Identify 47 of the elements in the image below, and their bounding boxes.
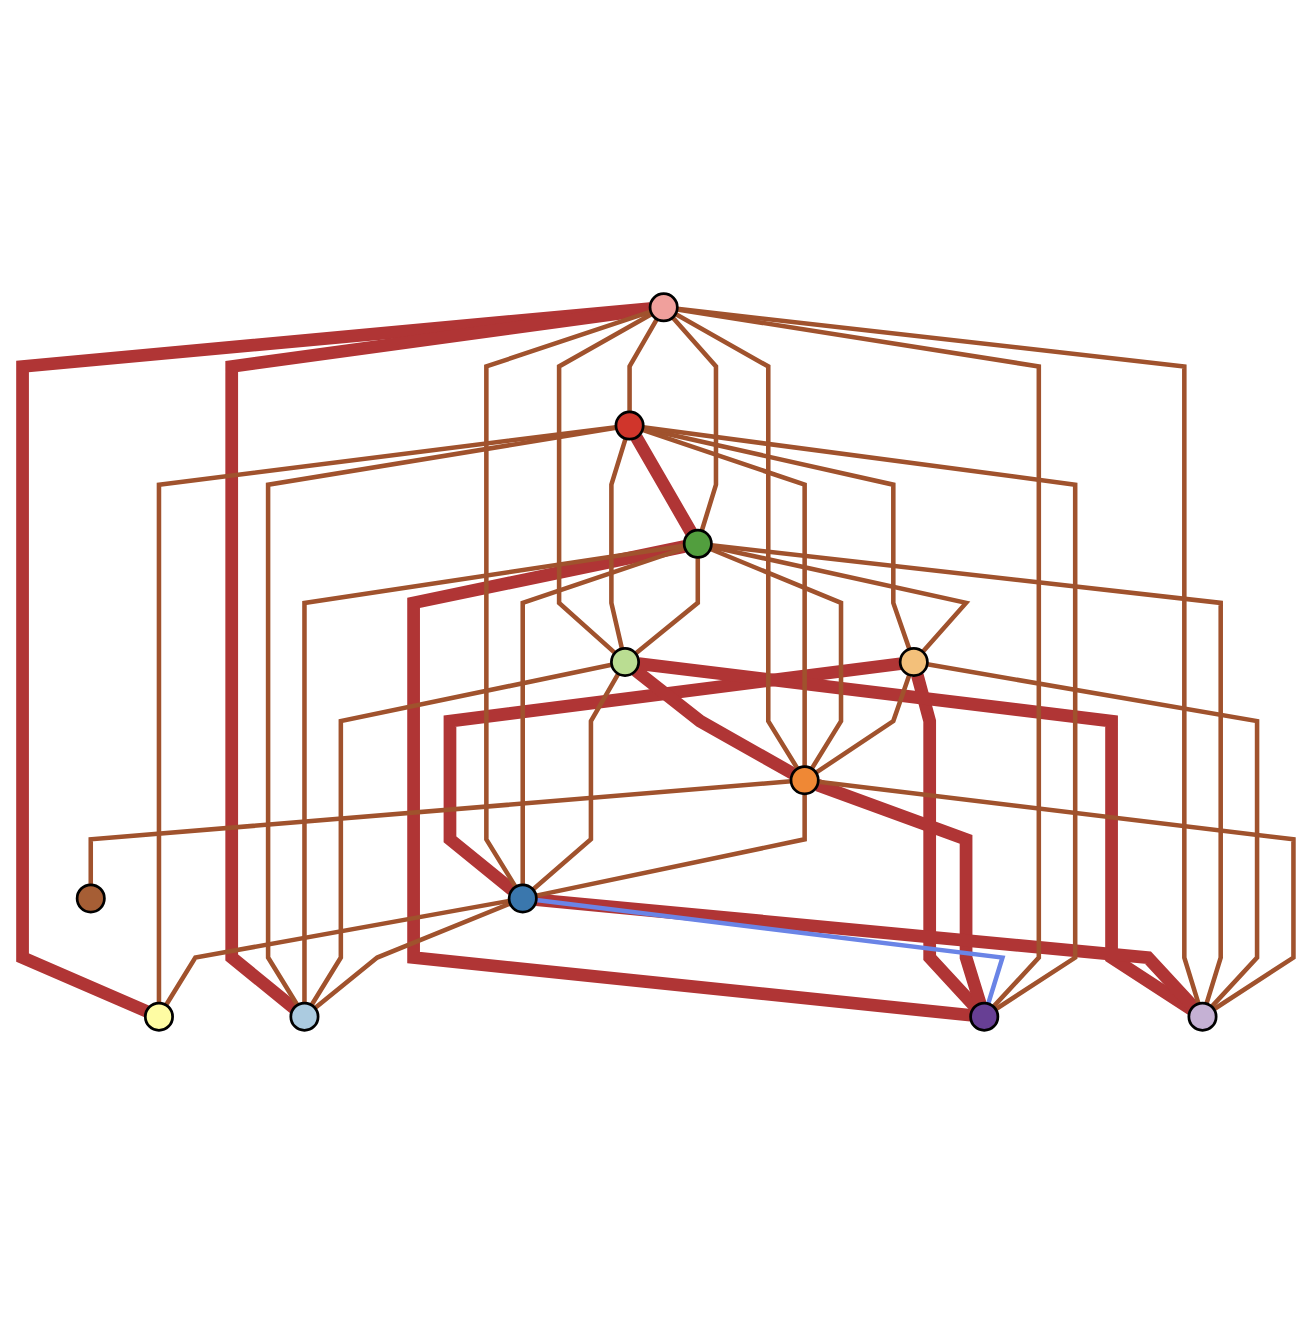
node-circle bbox=[969, 1001, 1000, 1032]
connector bbox=[642, 425, 1078, 1012]
node-circle bbox=[507, 883, 538, 914]
node-circle bbox=[143, 1001, 174, 1032]
connector bbox=[677, 306, 1201, 1005]
connector bbox=[531, 672, 621, 892]
connector bbox=[630, 434, 697, 536]
connector bbox=[814, 674, 912, 775]
node-circle bbox=[898, 647, 929, 677]
connector bbox=[709, 546, 844, 770]
connector bbox=[815, 778, 987, 1006]
connector bbox=[631, 665, 796, 780]
connector bbox=[556, 312, 653, 655]
connector bbox=[156, 425, 617, 1004]
connector bbox=[710, 544, 971, 654]
connector bbox=[627, 318, 659, 412]
node-circle bbox=[1187, 1001, 1218, 1032]
connector bbox=[265, 425, 617, 1007]
connector bbox=[926, 662, 1260, 1009]
connector bbox=[671, 316, 719, 532]
connector bbox=[16, 302, 651, 1018]
node-circle bbox=[610, 647, 641, 677]
node-circle bbox=[648, 292, 679, 323]
connector bbox=[536, 897, 1006, 1005]
node-circle bbox=[789, 765, 820, 796]
connector bbox=[609, 437, 628, 650]
connector bbox=[313, 901, 511, 1010]
connector bbox=[484, 309, 652, 889]
node-circle bbox=[75, 883, 106, 914]
node-circle bbox=[682, 528, 713, 559]
node-circle bbox=[289, 1001, 320, 1032]
connector bbox=[641, 427, 807, 767]
connector bbox=[164, 898, 510, 1007]
connector bbox=[309, 662, 613, 1007]
connector bbox=[302, 543, 685, 1004]
connector bbox=[711, 543, 1223, 1005]
connector bbox=[911, 673, 980, 1011]
connector bbox=[535, 793, 807, 898]
connector bbox=[674, 312, 800, 770]
node-circle bbox=[614, 410, 645, 441]
connector bbox=[676, 307, 1042, 1009]
connector bbox=[520, 546, 686, 885]
connector bbox=[88, 779, 792, 885]
connector bbox=[817, 779, 1296, 1012]
connector bbox=[634, 557, 701, 656]
connector bbox=[443, 657, 902, 895]
connector bbox=[407, 540, 972, 1022]
